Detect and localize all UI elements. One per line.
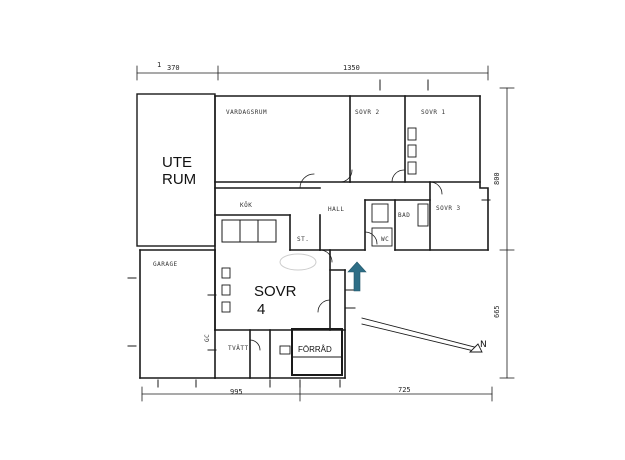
dim-right-bottom: 665 (493, 305, 501, 318)
dimension-line-top (136, 65, 489, 81)
fixtures (221, 127, 429, 355)
gc-label: GC (204, 333, 211, 342)
garage-label: GARAGE (153, 261, 178, 268)
sovr2-label: SOVR 2 (355, 109, 380, 116)
north-arrow (361, 317, 483, 353)
sovr4-label-line2: 4 (257, 301, 266, 318)
ute-rum-label-line1: UTE (162, 154, 192, 171)
tvatt-label: TVÄTT (228, 345, 249, 352)
dim-right-top: 800 (493, 172, 501, 185)
hall-label: HALL (328, 206, 345, 213)
dimension-line-right (499, 87, 515, 379)
forrad-label: FÖRRÅD (298, 345, 332, 354)
sovr3-label: SOVR 3 (436, 205, 461, 212)
dim-bottom-right: 725 (398, 386, 411, 394)
dim-mark-1: 1 (157, 61, 162, 69)
dim-top-right: 1350 (343, 64, 360, 72)
dim-bottom-left: 995 (230, 388, 243, 396)
sovr1-label: SOVR 1 (421, 109, 446, 116)
bad-label: BAD (398, 212, 411, 219)
wc-label: WC (381, 236, 390, 243)
rug-oval (279, 253, 317, 271)
forrad-box (291, 328, 343, 376)
door-swings (249, 169, 443, 351)
st-label: ST. (297, 236, 310, 243)
exterior-wall-east (479, 95, 489, 251)
vardagsrum-label: VARDAGSRUM (226, 109, 268, 116)
dim-top-left: 370 (167, 64, 180, 72)
sovr4-label-line1: SOVR (254, 283, 297, 300)
dimension-line-bottom (141, 386, 493, 402)
north-label: N (480, 340, 487, 350)
window-markers (127, 79, 491, 388)
ute-rum-label-line2: RUM (162, 171, 197, 188)
kok-label: KÖK (240, 202, 253, 209)
